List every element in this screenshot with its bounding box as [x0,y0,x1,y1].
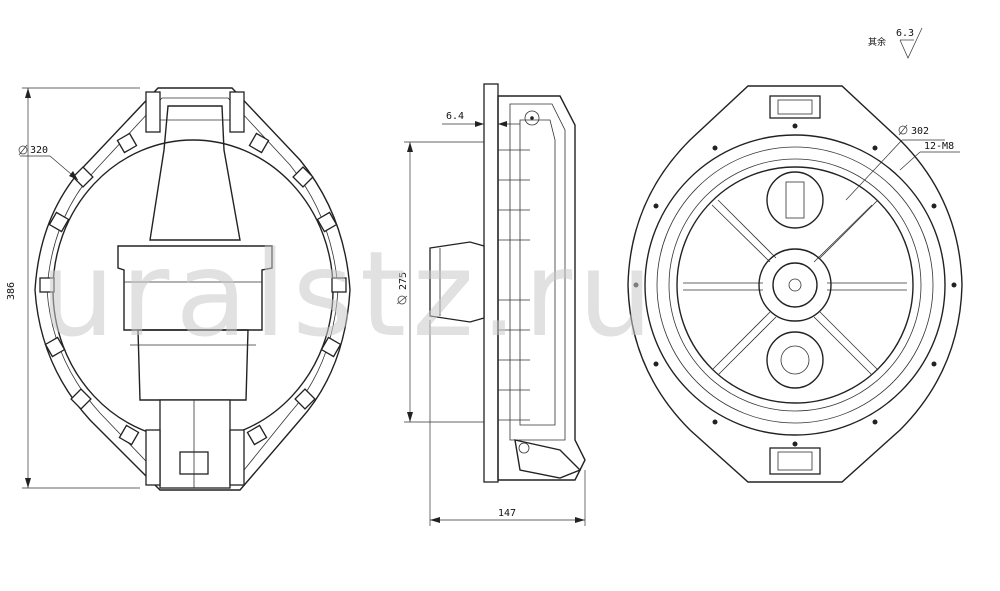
front-view: 386 320 [6,87,351,491]
dim-302: 302 [911,126,929,137]
roughness-value: 6.3 [896,28,914,39]
roughness-note: 其余 [868,36,886,48]
dim-12-m8: 12-M8 [924,141,954,152]
dim-275: 275 [398,272,409,290]
dim-147: 147 [498,508,516,519]
side-view: 6.4 275 147 [396,83,586,526]
roughness-symbol: 其余 6.3 [868,27,923,59]
rear-view: 302 12-M8 [627,85,963,483]
watermark: uralstz.ru [40,225,659,363]
dim-6-4: 6.4 [446,111,464,122]
dim-320: 320 [30,145,48,156]
dim-386: 386 [6,282,17,300]
